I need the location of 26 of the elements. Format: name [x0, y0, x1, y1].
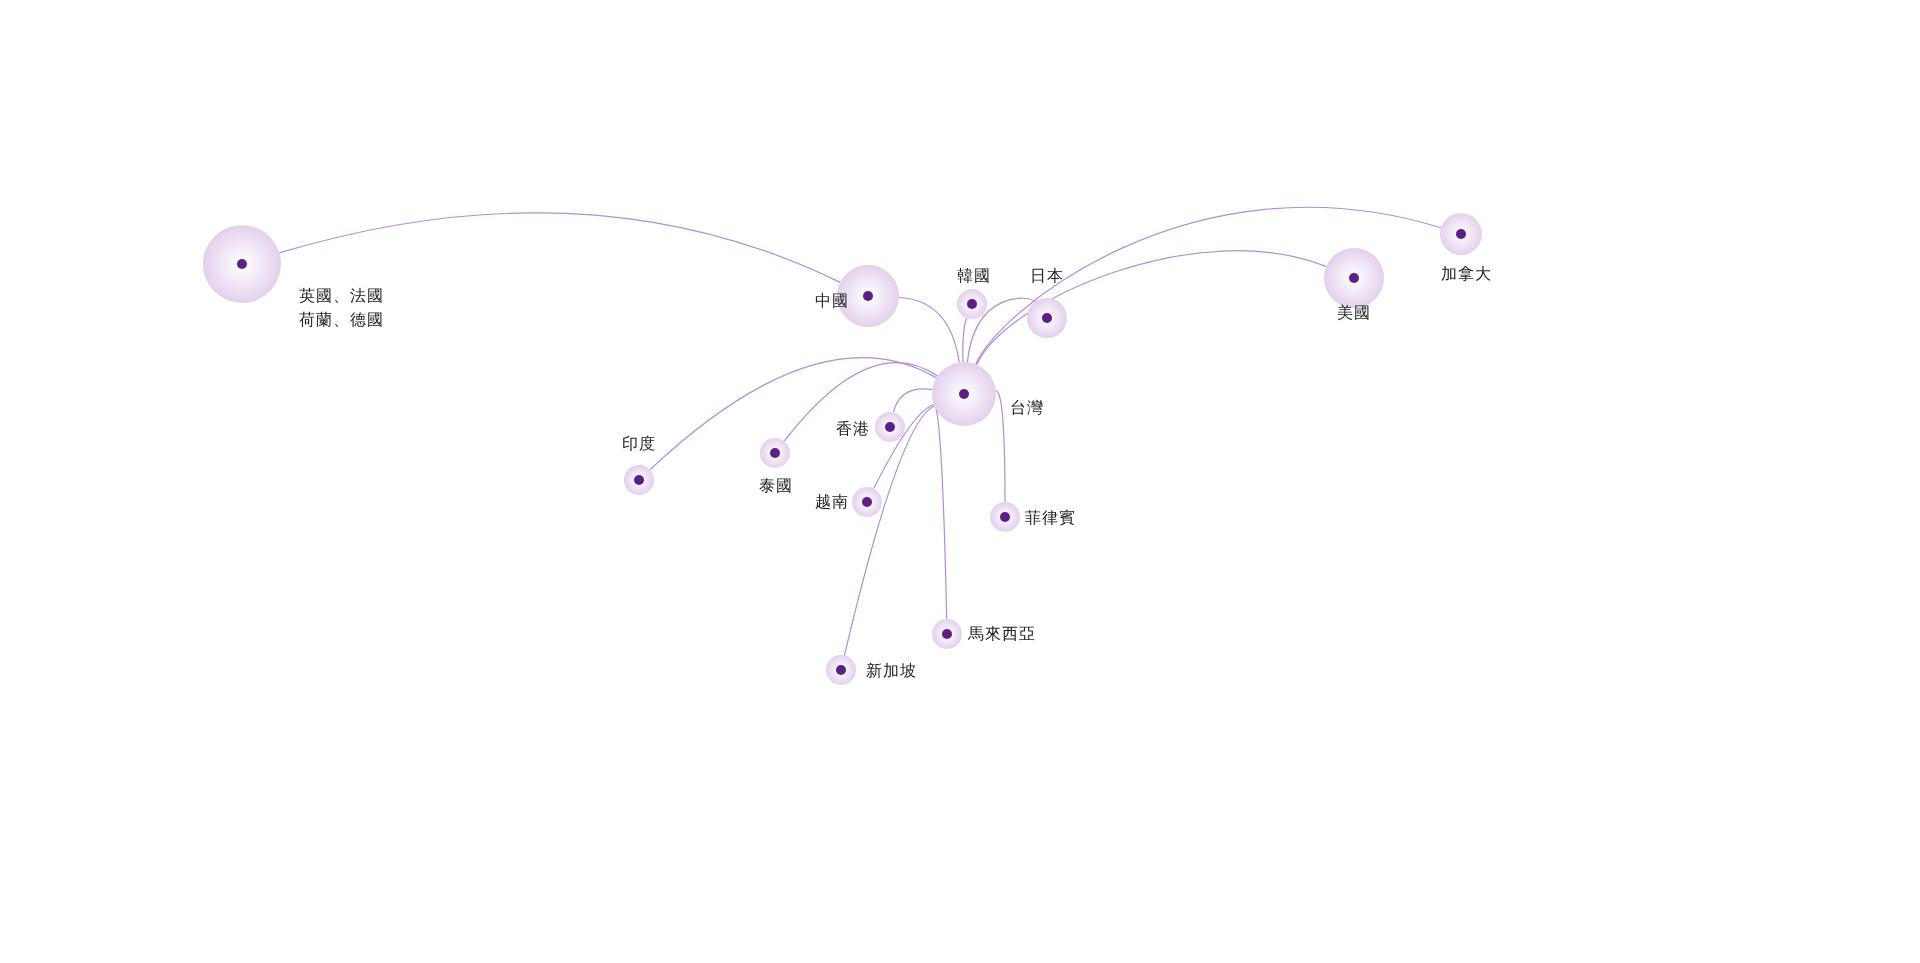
connection-line	[962, 317, 968, 363]
connection-line	[898, 296, 960, 363]
place-label: 印度	[622, 433, 656, 455]
connection-line	[843, 405, 935, 656]
place-label: 中國	[815, 290, 849, 312]
place-label: 香港	[836, 418, 870, 440]
place-label: 英國、法國荷蘭、德國	[299, 285, 385, 331]
place-label: 加拿大	[1440, 263, 1492, 285]
place-label: 泰國	[759, 475, 793, 497]
place-label: 韓國	[957, 265, 991, 287]
connection-line	[278, 212, 841, 283]
place-label: 台灣	[1010, 397, 1044, 419]
connection-line	[892, 388, 933, 413]
connection-line	[649, 357, 937, 471]
place-label: 美國	[1337, 302, 1371, 324]
connection-line	[975, 206, 1442, 365]
place-label: 越南	[815, 491, 849, 513]
place-label: 新加坡	[866, 660, 917, 682]
connection-line	[783, 362, 939, 442]
connection-line	[995, 390, 1006, 503]
place-label: 菲律賓	[1025, 507, 1076, 529]
connection-line	[966, 297, 1036, 363]
connection-line	[976, 250, 1327, 366]
place-label: 馬來西亞	[968, 623, 1036, 645]
place-label: 日本	[1030, 265, 1064, 287]
connection-line	[873, 403, 935, 490]
